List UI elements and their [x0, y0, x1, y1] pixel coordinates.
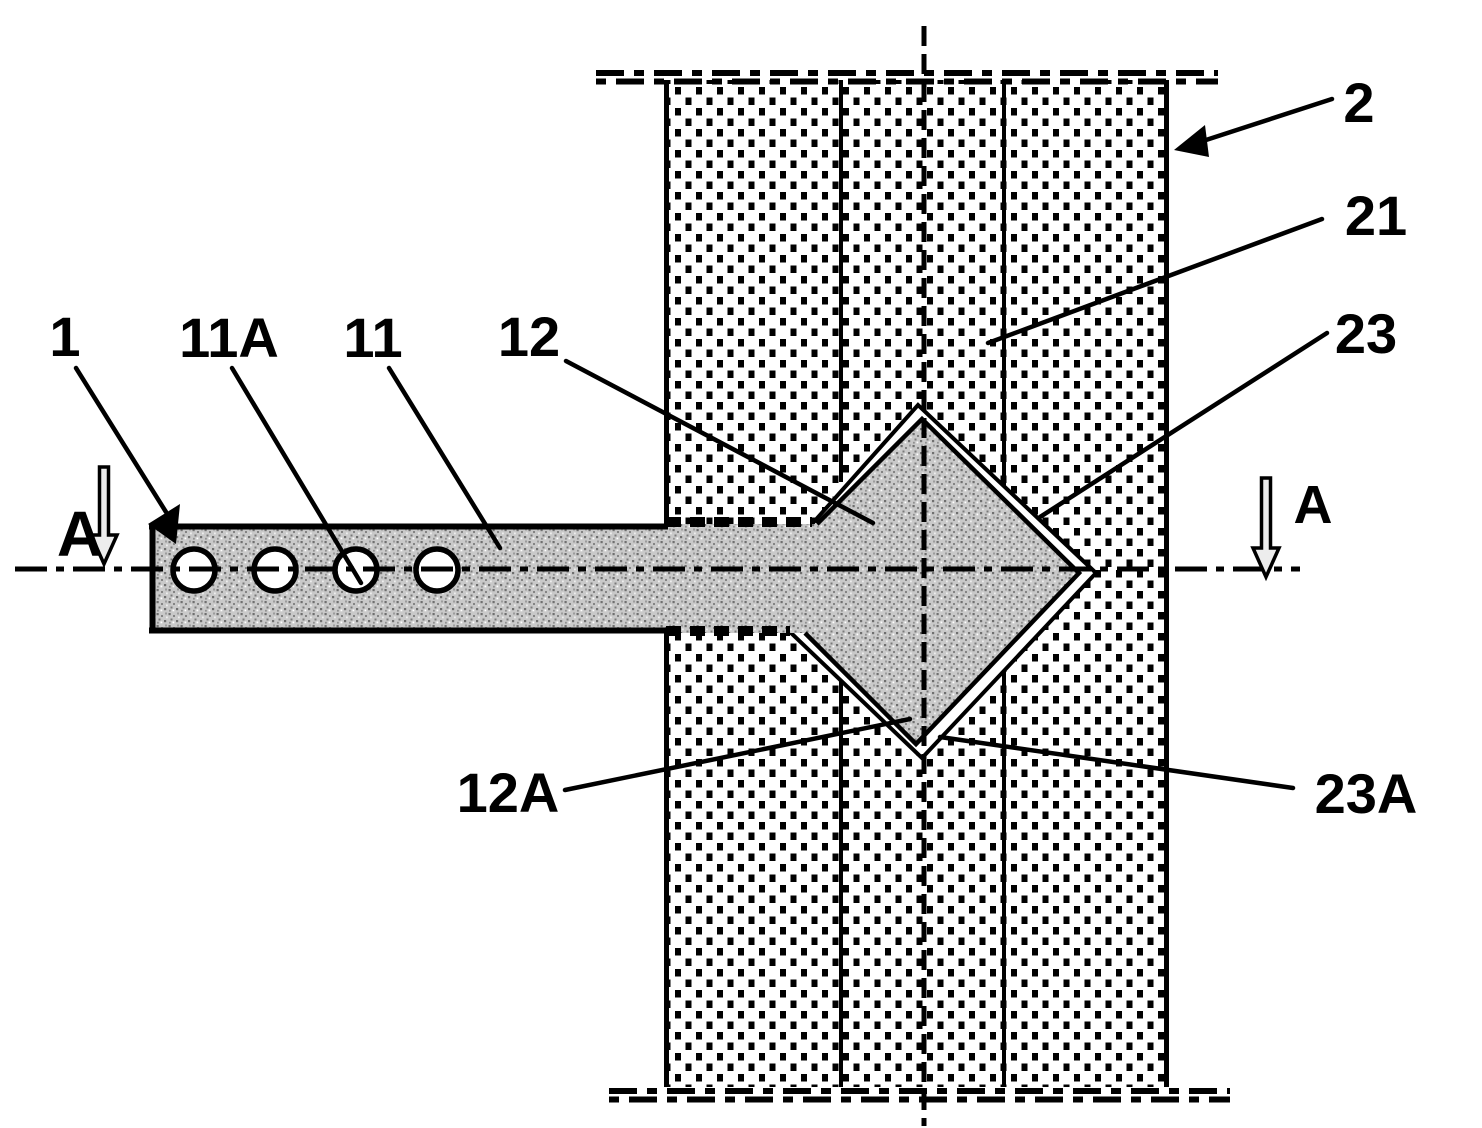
label-arm-11: 11	[343, 306, 402, 369]
phantom-boundaries	[596, 70, 1230, 1103]
section-arrow-left-icon	[88, 465, 120, 569]
section-label-right: A	[1294, 475, 1333, 535]
section-label-left: A	[57, 498, 103, 570]
label-post-2: 2	[1343, 71, 1374, 134]
diamond-head-outline	[803, 415, 1083, 748]
label-head-tip-12A: 12A	[457, 761, 560, 824]
section-markers: A A	[57, 465, 1333, 582]
diamond-head-body	[805, 419, 1079, 744]
part-labels: 1 11A 11 12 2 21 23 12A 23A	[49, 71, 1417, 825]
socket-outline	[787, 402, 1099, 761]
leader-line-23	[1037, 330, 1330, 520]
bar-body	[150, 524, 830, 633]
diamond-head-12	[803, 415, 1083, 748]
label-socket-tip-23A: 23A	[1315, 762, 1418, 825]
leader-line-11A	[229, 365, 364, 586]
label-head-12: 12	[498, 305, 560, 368]
leader-arrowhead-2-icon	[1174, 125, 1209, 157]
label-bracket-1: 1	[49, 305, 80, 368]
bracket-bar-1	[149, 523, 830, 634]
label-holes-11A: 11A	[179, 306, 279, 369]
leader-arrowhead-1-icon	[148, 504, 180, 544]
leader-line-12A	[562, 716, 913, 793]
leader-lines	[73, 96, 1335, 793]
hidden-edges	[666, 517, 812, 636]
leader-line-21	[985, 216, 1325, 346]
leader-line-1	[73, 365, 169, 515]
leader-line-12	[563, 358, 876, 526]
leader-line-11	[386, 365, 503, 551]
label-socket-23: 23	[1335, 302, 1397, 365]
section-arrow-right-icon	[1250, 476, 1282, 582]
leader-line-23A	[937, 734, 1296, 791]
label-post-body-21: 21	[1345, 184, 1407, 247]
leader-line-2	[1203, 96, 1335, 143]
